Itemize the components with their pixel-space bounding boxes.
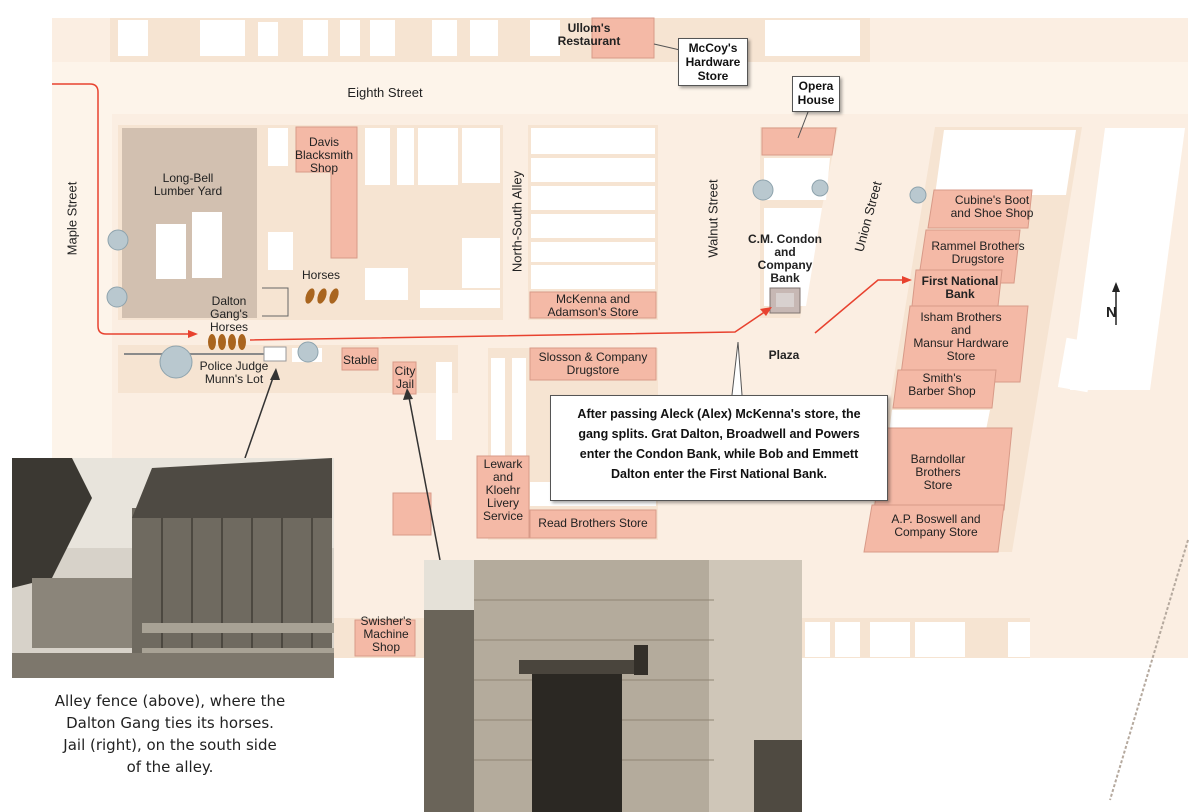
horse-icon — [305, 288, 315, 304]
cubine-label: Cubine's Boot and Shoe Shop — [950, 193, 1034, 220]
horse-icon — [228, 334, 236, 350]
gang-route-branch — [814, 279, 905, 334]
walnut-street-label: Walnut Street — [705, 179, 721, 258]
tree-icon — [811, 179, 829, 197]
boswell-building — [863, 504, 1005, 553]
route-callout: After passing Aleck (Alex) McKenna's sto… — [550, 395, 888, 501]
tree-icon — [909, 186, 927, 204]
jail-building — [392, 361, 417, 395]
mckenna-block-rows — [531, 128, 655, 289]
stable-label: Stable — [342, 353, 378, 367]
south-building-d — [392, 492, 432, 536]
plaza-callout-pointer — [731, 341, 743, 396]
slosson-label: Slosson & Company Drugstore — [538, 350, 648, 377]
horse-icons — [208, 288, 339, 350]
horse-icon — [218, 334, 226, 350]
lumber-block-buildings — [268, 128, 500, 308]
route-arrowhead — [188, 330, 198, 338]
ulloms-building — [591, 17, 655, 59]
route-arrowhead — [760, 307, 772, 316]
ulloms-label: Ullom's Restaurant — [557, 21, 621, 48]
south-bottom-buildings — [805, 622, 1030, 657]
condon-block-white-2 — [764, 208, 822, 306]
alley-fence-photo — [12, 458, 334, 678]
lumber-shed-b — [192, 212, 222, 278]
gang-route-east — [249, 310, 767, 341]
city-jail-photo — [424, 560, 802, 812]
police-judge-label: Police Judge Munn's Lot — [199, 359, 269, 386]
barndollar-label: Barndollar Brothers Store — [910, 452, 966, 492]
swisher-building — [354, 619, 416, 657]
tree-icons — [106, 179, 927, 379]
north-buildings — [118, 20, 860, 56]
jail-photo-pointer — [407, 391, 441, 561]
plaza-label: Plaza — [768, 348, 800, 362]
photo-caption: Alley fence (above), where the Dalton Ga… — [54, 692, 286, 776]
cubine-building — [927, 189, 1033, 229]
rammel-label: Rammel Brothers Drugstore — [931, 239, 1025, 266]
boswell-label: A.P. Boswell and Company Store — [891, 512, 981, 539]
dalton-horses-label: Dalton Gang's Horses — [209, 294, 248, 334]
alley-fence — [124, 353, 264, 355]
tree-icon — [752, 179, 774, 201]
stable-building — [341, 347, 379, 371]
north-arrowhead-icon — [1112, 282, 1120, 292]
lewark-building — [476, 455, 530, 539]
horses-label: Horses — [301, 268, 340, 282]
lumber-shed-a — [156, 224, 186, 279]
alley-label: North-South Alley — [509, 170, 525, 273]
swisher-label: Swisher's Machine Shop — [360, 614, 412, 654]
horse-icon — [208, 334, 216, 350]
eighth-street-label: Eighth Street — [347, 85, 423, 100]
north-label: N — [1106, 304, 1117, 321]
smiths-label: Smith's Barber Shop — [908, 371, 976, 398]
police-lot-box — [263, 346, 287, 362]
horse-icon — [238, 334, 246, 350]
far-east-block — [1070, 128, 1185, 390]
route-arrowhead — [902, 276, 912, 284]
mckenna-label: McKenna and Adamson's Store — [547, 292, 639, 319]
far-east-building — [1057, 337, 1097, 393]
jail-label: City Jail — [394, 364, 416, 391]
gang-route — [52, 83, 190, 335]
isham-building — [899, 305, 1029, 383]
slosson-building — [529, 347, 657, 381]
opera-callout: Opera House — [792, 76, 840, 112]
lumber-yard — [122, 128, 257, 318]
fence-photo-pointer — [244, 371, 276, 459]
south-strip-b — [512, 358, 526, 458]
first-national-label: First National Bank — [921, 274, 999, 301]
horse-icon — [329, 288, 339, 304]
read-label: Read Brothers Store — [538, 516, 648, 530]
opera-pointer — [797, 111, 809, 139]
mckenna-building — [529, 291, 657, 319]
maple-street-label: Maple Street — [64, 181, 80, 256]
horse-icon — [317, 288, 327, 304]
tree-icon — [159, 345, 193, 379]
ulloms-pointer — [653, 43, 681, 51]
isham-label: Isham Brothers and Mansur Hardware Store — [913, 310, 1009, 363]
longbell-label: Long-Bell Lumber Yard — [153, 171, 223, 198]
smiths-building — [892, 369, 997, 409]
fence-pointer-arrowhead — [270, 368, 280, 380]
jail-pointer-arrowhead — [403, 388, 413, 400]
south-white-b — [436, 362, 452, 440]
tree-icon — [297, 341, 319, 363]
tree-icon — [106, 286, 128, 308]
condon-bank-inner — [776, 293, 794, 307]
tree-icon — [107, 229, 129, 251]
corral-fence — [262, 287, 289, 317]
mccoys-callout: McCoy's Hardware Store — [678, 38, 748, 86]
eighth-street — [52, 62, 1188, 114]
railroad — [1109, 539, 1189, 801]
read-building — [529, 509, 657, 539]
davis-label: Davis Blacksmith Shop — [294, 135, 353, 175]
south-strip-a — [491, 358, 505, 458]
lewark-label: Lewark and Kloehr Livery Service — [482, 457, 523, 523]
condon-label: C.M. Condon and Company Bank — [748, 232, 822, 285]
east-buildings-white — [935, 130, 1076, 195]
davis-blacksmith-building — [295, 126, 358, 259]
opera-house-building — [761, 127, 837, 156]
